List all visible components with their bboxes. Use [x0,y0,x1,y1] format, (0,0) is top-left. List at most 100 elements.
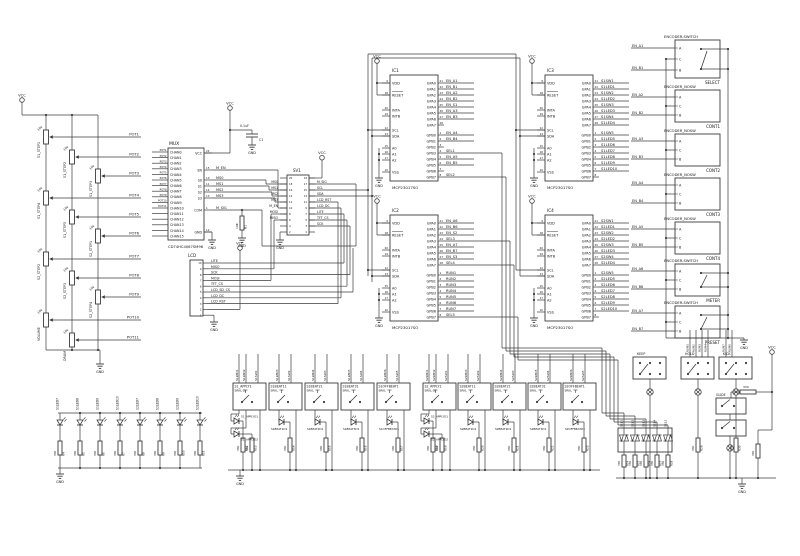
wire [103,417,106,420]
net-label: M_EN [216,166,226,170]
module-name: S1OFFBEAT1 [379,385,399,389]
lcd-pins-1-num: 9 [200,267,202,271]
net-label: S2LED6 [601,283,616,287]
net-label: S1SW5 [395,370,399,381]
led-icon [176,419,184,426]
junction [518,468,522,472]
ics-1-left-5-pin: SDA [392,274,400,278]
ics-0-gpa-0-num: 21 [440,79,444,83]
junction [158,466,162,470]
net-label: MS1 [271,186,278,190]
led-ref: S2OFFBEATD1 [565,427,585,431]
lcd-pins-8-num: 2 [200,308,202,312]
led-pair-icon [646,433,651,442]
res-value: 330 [173,450,177,456]
potentiometer [43,312,49,328]
ics-0-gpb-0-num: 1 [440,131,442,135]
net-label: LCD_SD_CS [211,288,230,292]
gnd-label: GND [375,184,383,188]
ics-3-gpa-2-num: 23 [595,231,599,235]
led-pair-icon [624,433,629,442]
res-ref: R14 [291,445,295,451]
led-ref: S1BEAT2D1 [307,427,324,431]
res-value: 330 [93,450,97,456]
mux-chans-6: CHAN6 [170,184,182,188]
junction [728,476,732,480]
encoder-pin-letter: B [679,329,682,333]
encoder-pin-letter: C [679,320,682,324]
net-label: SEL2 [631,420,635,427]
pot-value: 10k [62,266,69,273]
res-value: 330 [426,445,430,451]
led-pair-icon [641,434,646,443]
ics-1-gpb-4-num: 5 [440,295,442,299]
net-label: TFT_CS [316,216,329,220]
junction [726,313,730,317]
gnd-label: GND [238,244,246,248]
ics-3-left-3-pin: INTB [547,254,556,258]
ic-ref: IC3 [547,68,554,73]
wiper-arrow-icon [49,257,53,261]
vcc-label: VCC [236,242,244,246]
led-ref: S1BEAT3D1 [343,427,360,431]
net-label: MS0 [271,180,278,184]
net-label: S2SW2 [601,231,614,235]
ics-0-gpb-1-num: 2 [440,137,442,141]
net-label: SEL4 [653,420,657,427]
junction [288,468,292,472]
ics-3-gpa-2-pin: GPA2 [582,233,591,237]
wire [389,415,393,419]
ics-0-left-3-pin: INTB [392,114,401,118]
net-label: S1LED3 [275,369,279,381]
wire [313,394,322,403]
junction [726,285,730,289]
junction [440,468,444,472]
res-ref: R10 [182,450,186,456]
net-label: S1LED1 [601,85,615,89]
junction [258,468,262,472]
net-label: MISO [211,265,220,269]
net-label: S1LED9 [96,398,100,410]
module-name: S2BEAT11 [460,385,476,389]
net-label: S2LED8 [601,295,616,299]
led-pair-icon [635,433,640,442]
net-label: EN_B5 [632,243,643,247]
wiper-arrow-icon [75,155,79,159]
ics-3-left-7-num: 16 [540,290,544,294]
ics-3-gpa-0-pin: GPA0 [582,221,591,225]
res-ref: R30 [738,445,742,451]
led-ref: S2_APPLYD1 [431,415,448,419]
ics-3-gpa-6-pin: GPA6 [582,257,591,261]
encoder-pin-letter: A [679,139,682,143]
encoder-pin-letter: C [679,148,682,152]
sv1-rows-8-rn: 3 [305,224,307,228]
pot-net-label: POT5 [129,213,139,217]
gnd-label: GND [96,370,104,374]
junction [726,67,730,71]
encoder-name: CONT4 [706,256,720,261]
encoder-body [674,177,721,211]
ics-0-left-8-num: 17 [385,156,389,160]
switch-name: GLIDE [716,393,726,397]
net-label: S1LED4 [601,121,616,125]
sv1-header [286,174,310,236]
encoder-pin-letter: B [679,245,682,249]
sv1-rows-5-ln: 10 [289,206,293,210]
vcc-icon [227,105,233,111]
ics-0-gpa-1-pin: GPA1 [427,87,436,91]
gnd-label: GND [738,490,746,494]
res-value: 330 [245,445,249,451]
potentiometer [69,149,75,165]
led-icon [278,418,285,426]
net-label: EN_A6 [632,267,643,271]
ics-0-gpa-0-pin: GPA0 [427,81,436,85]
encoder-name: SELECT [705,80,721,85]
ics-3-gpb-4-pin: GPB4 [582,297,592,301]
gnd-label: GND [236,482,244,486]
ics-1-gpb-5-pin: GPB5 [427,303,436,307]
pot-value: 10k [62,145,69,152]
gnd-label: GND [740,346,748,350]
net-label: LCD_RST [317,198,331,202]
wire [647,389,653,395]
